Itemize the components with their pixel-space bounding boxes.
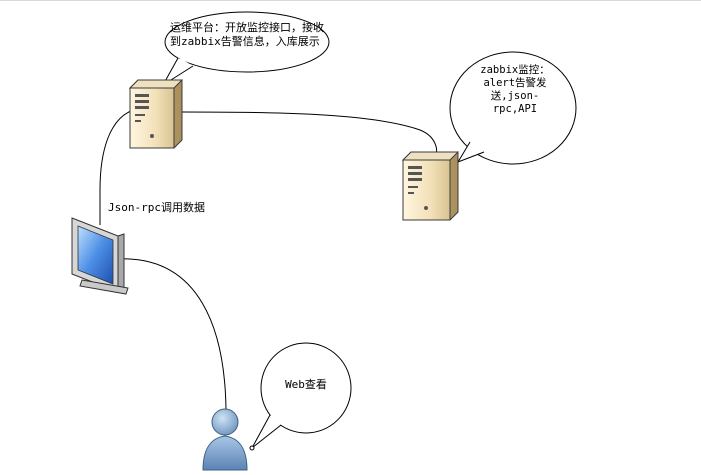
callout-web-view bbox=[249, 342, 352, 451]
web-view-callout-text: Web查看 bbox=[285, 378, 327, 391]
zabbix-callout-text: zabbix监控：alert告警发送,json-rpc,API bbox=[480, 64, 550, 115]
ops-platform-callout-text: 运维平台：开放监控接口，接收到zabbix告警信息，入库展示 bbox=[170, 21, 324, 48]
callout-zabbix-monitor bbox=[449, 51, 577, 165]
callout-ops-platform bbox=[162, 11, 330, 86]
connector-monitor-to-user bbox=[116, 258, 227, 411]
server-icon bbox=[401, 151, 460, 221]
monitor-icon bbox=[71, 217, 129, 295]
connector-ops-to-monitor bbox=[99, 110, 132, 225]
user-icon bbox=[202, 408, 248, 471]
json-rpc-connector-label: Json-rpc调用数据 bbox=[108, 201, 205, 215]
frame-top-border bbox=[0, 0, 701, 1]
server-icon bbox=[128, 79, 184, 149]
connector-ops-to-zabbix bbox=[181, 111, 438, 156]
